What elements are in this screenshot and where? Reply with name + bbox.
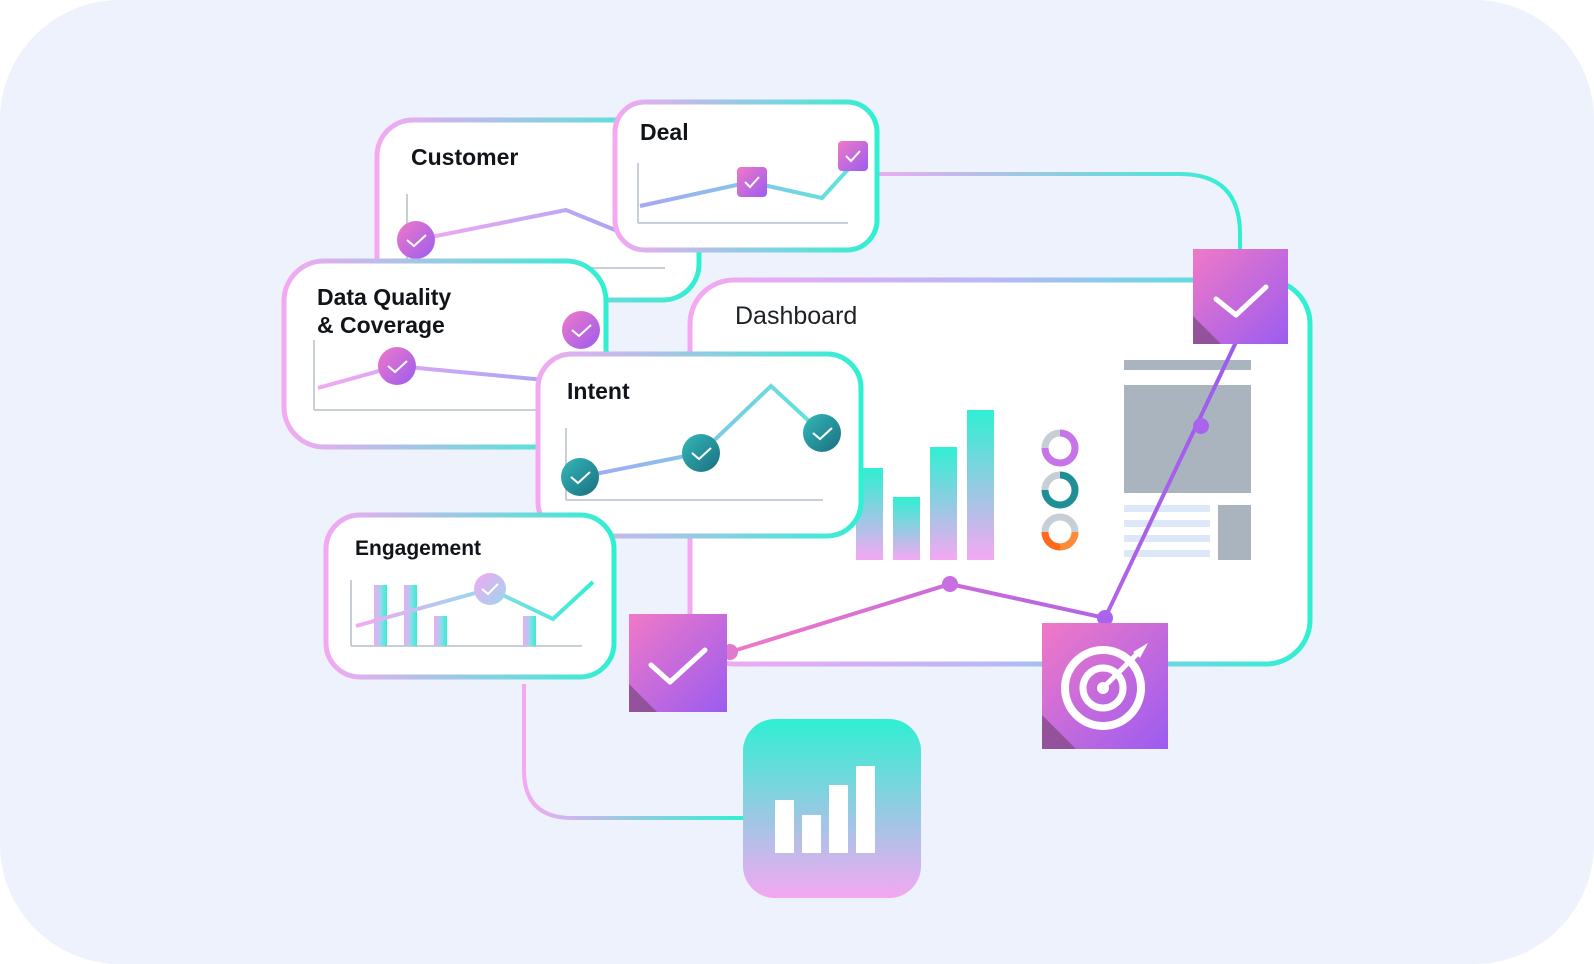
engagement-title: Engagement <box>355 537 481 560</box>
trend-line <box>355 580 595 628</box>
content-placeholder <box>1124 505 1210 512</box>
connector-engagement-to-barchart <box>522 684 744 820</box>
dashboard-bar <box>967 410 994 560</box>
trend-line <box>579 383 824 479</box>
deal-title: Deal <box>640 119 689 145</box>
check-icon <box>737 167 767 197</box>
engagement-bar <box>523 616 536 646</box>
bar-chart-icon <box>743 719 921 898</box>
flow-node <box>1193 418 1209 434</box>
target-icon <box>1042 623 1168 749</box>
flow-node <box>1097 610 1113 626</box>
data-quality-card: Data Quality & Coverage <box>281 258 609 450</box>
check-icon <box>803 414 841 452</box>
content-placeholder <box>1218 505 1251 560</box>
customer-title: Customer <box>411 144 518 170</box>
intent-title: Intent <box>567 378 630 404</box>
connector-deal-to-dashboard <box>860 172 1242 262</box>
trend-line <box>415 207 621 242</box>
check-icon <box>561 458 599 496</box>
dashboard-title: Dashboard <box>735 302 857 330</box>
data-quality-title-line1: Data Quality <box>317 284 451 310</box>
donut-icon <box>1041 513 1079 551</box>
content-placeholder <box>1124 535 1210 542</box>
trend-line <box>639 163 854 208</box>
content-placeholder <box>1124 360 1251 370</box>
donut-icon <box>1041 471 1079 509</box>
check-icon <box>629 614 727 712</box>
check-icon <box>682 434 720 472</box>
engagement-card: Engagement <box>323 512 617 680</box>
check-icon <box>562 311 600 349</box>
data-quality-title-line2: & Coverage <box>317 312 445 338</box>
flow-line <box>729 339 1239 654</box>
content-placeholder <box>1124 520 1210 527</box>
dashboard-bar <box>893 497 920 560</box>
dashboard-bar <box>930 447 957 560</box>
engagement-bar <box>374 585 387 646</box>
content-placeholder <box>1124 385 1251 493</box>
engagement-bar <box>404 585 417 646</box>
flow-node <box>942 576 958 592</box>
check-icon <box>397 221 435 259</box>
check-icon <box>838 141 868 171</box>
engagement-bar <box>434 616 447 646</box>
intent-card: Intent <box>535 351 864 539</box>
content-placeholder <box>1124 550 1210 557</box>
donut-icon <box>1041 429 1079 467</box>
deal-card: Deal <box>612 99 880 253</box>
check-icon <box>474 573 506 605</box>
check-icon <box>1193 249 1288 344</box>
check-icon <box>378 347 416 385</box>
